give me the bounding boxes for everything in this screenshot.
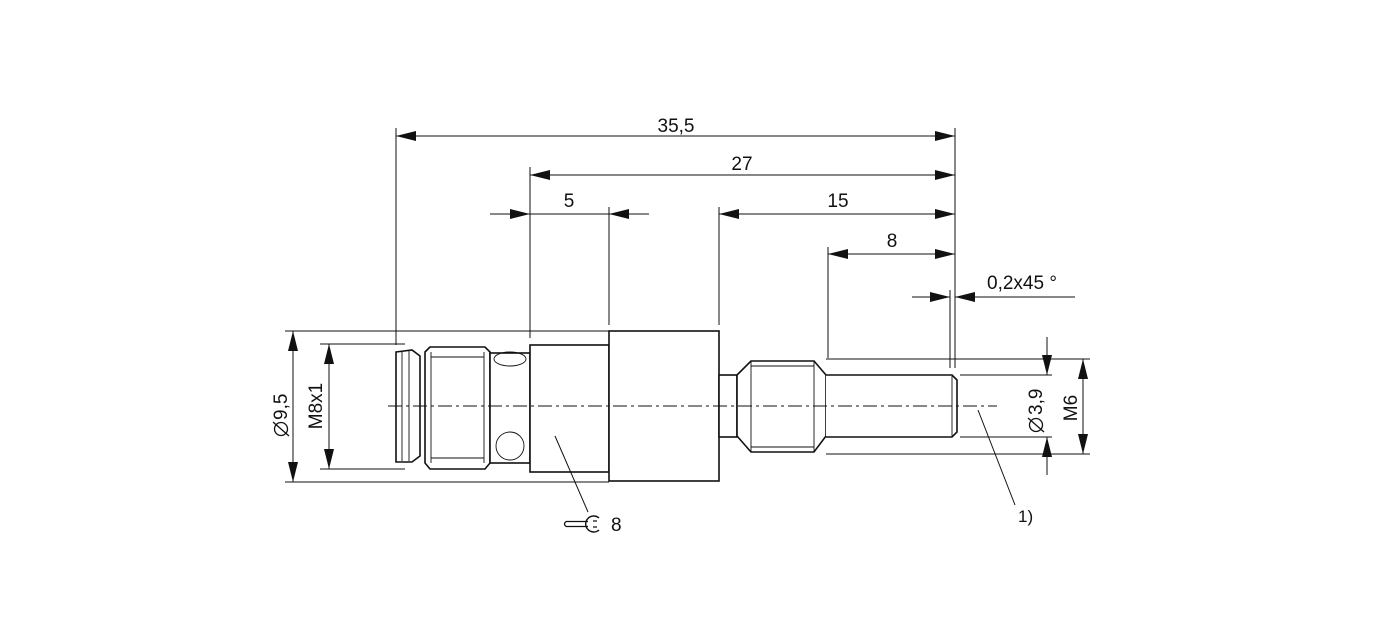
dim-overall-length: 35,5 [658,116,695,137]
sensor-outline [388,330,997,482]
dim-thread-length: 8 [887,231,898,252]
diameter-icon [1027,417,1045,433]
svg-text:3,9: 3,9 [1026,389,1047,415]
dim-wrench-flat-length: 5 [564,191,575,212]
wrench-size: 8 [611,515,622,536]
svg-text:9,5: 9,5 [271,394,292,420]
dim-housing-diameter: 9,5 [271,394,292,437]
dimension-lines [288,131,1088,482]
note-leader [977,409,1016,506]
dim-tip-diameter: 3,9 [1026,389,1047,433]
dim-body-length: 27 [731,154,752,175]
dim-connector-thread: M8x1 [306,383,327,429]
extension-lines [285,128,1090,483]
groove [489,352,531,464]
wrench-icon [563,515,600,533]
dim-probe-thread: M6 [1061,395,1082,421]
svg-text:M6: M6 [1061,395,1082,421]
note-marker: 1) [1018,507,1033,526]
dim-chamfer: 0,2x45 ° [987,273,1057,294]
diameter-icon [272,421,290,437]
housing [529,344,610,473]
knurled-nut [424,346,491,470]
svg-text:M8x1: M8x1 [306,383,327,429]
wrench-leader [554,435,589,513]
dim-probe-length: 15 [827,191,848,212]
